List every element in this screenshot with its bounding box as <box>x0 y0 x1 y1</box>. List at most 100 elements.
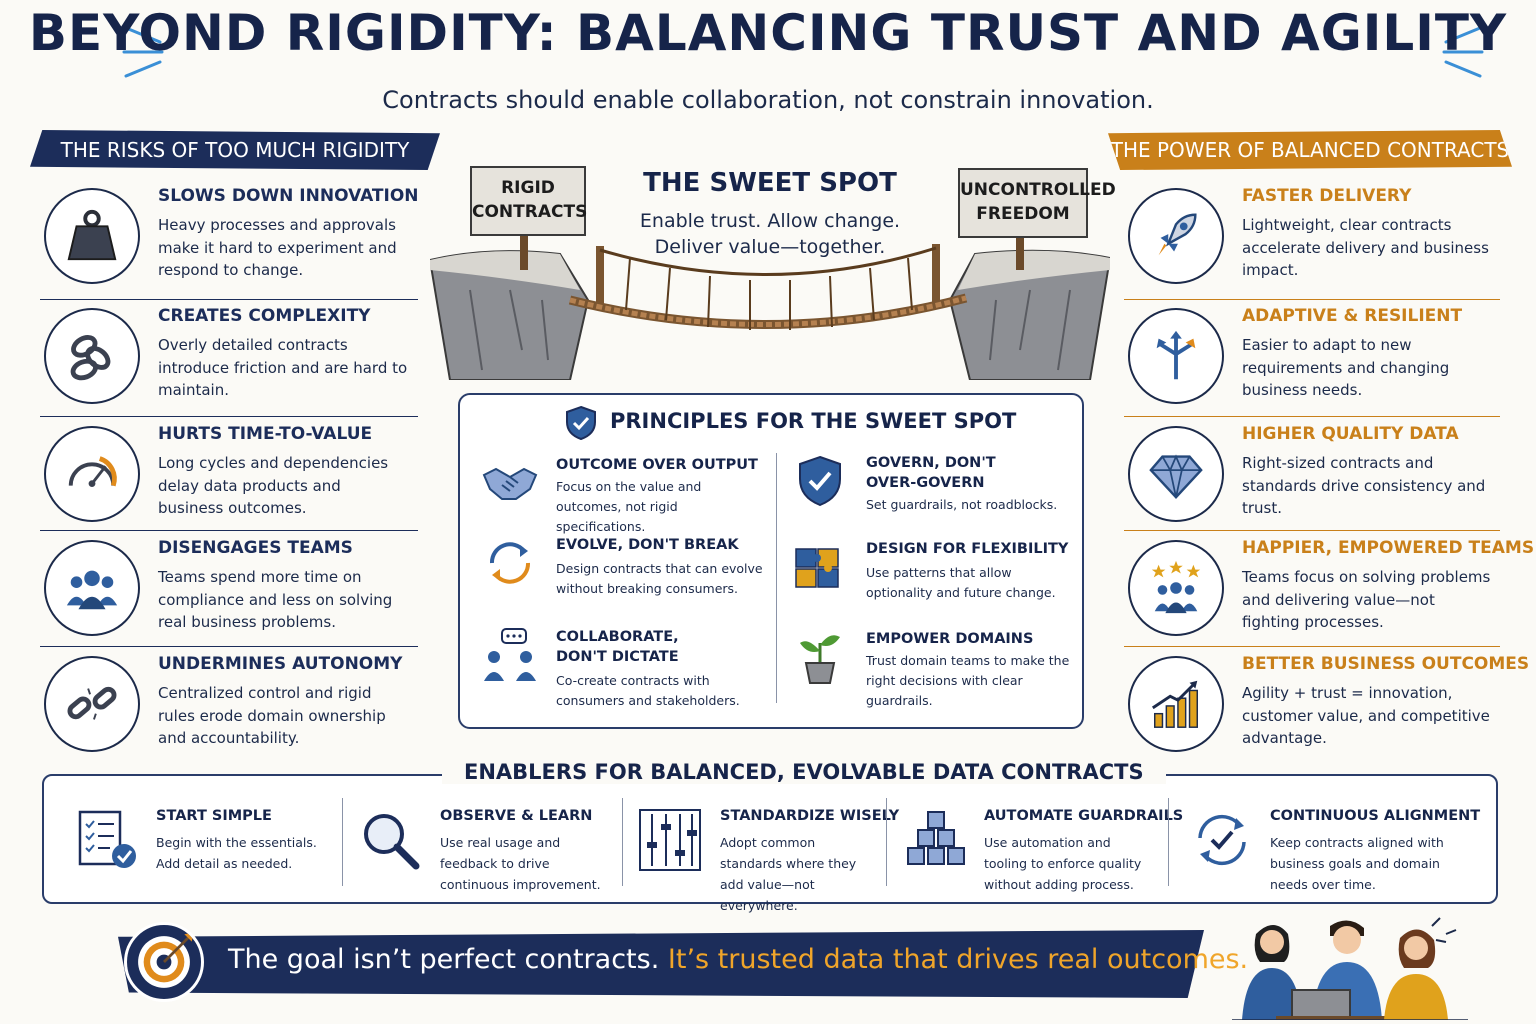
benefit-title: HAPPIER, EMPOWERED TEAMS <box>1242 538 1535 558</box>
enabler-text: Keep contracts aligned with business goa… <box>1270 835 1444 892</box>
benefit-item: ADAPTIVE & RESILIENT Easier to adapt to … <box>1128 302 1508 418</box>
magnifier-icon <box>364 814 420 870</box>
risk-item: DISENGAGES TEAMS Teams spend more time o… <box>44 534 424 650</box>
principle-text: Co-create contracts with consumers and s… <box>556 673 740 708</box>
risk-text: Heavy processes and approvals make it ha… <box>158 216 397 279</box>
team-stars-icon <box>1128 540 1224 636</box>
handshake-icon <box>482 467 538 500</box>
benefit-title: BETTER BUSINESS OUTCOMES <box>1242 654 1530 674</box>
diamond-icon <box>1128 426 1224 522</box>
benefit-title: HIGHER QUALITY DATA <box>1242 424 1459 444</box>
principles-divider <box>776 453 777 703</box>
principle-title: EVOLVE, DON'T BREAK <box>556 537 739 553</box>
split-arrows-icon <box>1128 308 1224 404</box>
divider <box>40 646 418 647</box>
principle-title: OUTCOME OVER OUTPUT <box>556 457 758 473</box>
enabler-item: STANDARDIZE WISELY Adopt common standard… <box>638 806 900 913</box>
divider <box>1124 646 1500 647</box>
risk-title: CREATES COMPLEXITY <box>158 306 371 326</box>
risk-text: Long cycles and dependencies delay data … <box>158 454 389 517</box>
sync-check-icon <box>1198 814 1246 866</box>
conversation-icon <box>484 628 536 681</box>
sweet-spot-line: Deliver value—together. <box>654 236 886 258</box>
principle-text: Focus on the value and outcomes, not rig… <box>556 479 702 534</box>
page-title: BEYOND RIGIDITY: BALANCING TRUST AND AGI… <box>28 4 1508 62</box>
principle-title: EMPOWER DOMAINS <box>866 631 1034 647</box>
sign-rigid-contracts: RIGID CONTRACTS <box>470 166 587 236</box>
risk-title: DISENGAGES TEAMS <box>158 538 353 558</box>
benefit-text: Lightweight, clear contracts accelerate … <box>1242 216 1489 279</box>
team-icon <box>44 540 140 636</box>
divider <box>40 530 418 531</box>
accent-lines-left-icon <box>122 26 164 78</box>
sweet-spot-line: Enable trust. Allow change. <box>639 210 901 232</box>
enabler-title: STANDARDIZE WISELY <box>720 808 900 824</box>
risk-item: CREATES COMPLEXITY Overly detailed contr… <box>44 302 424 418</box>
growth-chart-icon <box>1128 656 1224 752</box>
principle-title: GOVERN, DON'T OVER-GOVERN <box>866 455 996 491</box>
enablers-title: ENABLERS FOR BALANCED, EVOLVABLE DATA CO… <box>442 760 1166 784</box>
risk-item: HURTS TIME-TO-VALUE Long cycles and depe… <box>44 420 424 536</box>
risk-text: Overly detailed contracts introduce fric… <box>158 336 408 399</box>
page-subtitle: Contracts should enable collaboration, n… <box>382 86 1154 114</box>
broken-chain-icon <box>44 656 140 752</box>
enabler-title: CONTINUOUS ALIGNMENT <box>1270 808 1481 824</box>
gauge-icon <box>44 426 140 522</box>
enabler-item: AUTOMATE GUARDRAILS Use automation and t… <box>904 806 1183 896</box>
principles-title: PRINCIPLES FOR THE SWEET SPOT <box>610 409 1017 433</box>
principle-text: Trust domain teams to make the right dec… <box>866 653 1070 708</box>
weight-icon <box>44 188 140 284</box>
sweet-spot-title: THE SWEET SPOT <box>643 168 897 198</box>
closing-quote: The goal isn’t perfect contracts. It’s t… <box>228 944 1248 975</box>
principles-panel: PRINCIPLES FOR THE SWEET SPOT OUTCOME OV… <box>458 393 1084 729</box>
enabler-text: Use automation and tooling to enforce qu… <box>984 835 1142 892</box>
principle-text: Use patterns that allow optionality and … <box>866 565 1056 600</box>
bridge-illustration <box>430 230 1110 380</box>
shield-check-icon <box>799 455 841 507</box>
sliders-icon <box>639 809 701 871</box>
cubes-icon <box>907 811 965 865</box>
risks-banner: THE RISKS OF TOO MUCH RIGIDITY <box>30 130 440 170</box>
benefit-text: Teams focus on solving problems and deli… <box>1242 568 1491 631</box>
divider <box>40 299 418 300</box>
risk-item: SLOWS DOWN INNOVATION Heavy processes an… <box>44 182 424 298</box>
quote-part-2: It’s trusted data that drives real outco… <box>667 944 1249 975</box>
accent-lines-right-icon <box>1442 26 1484 78</box>
cycle-arrows-icon <box>489 542 531 584</box>
plant-icon <box>800 635 840 684</box>
risk-title: HURTS TIME-TO-VALUE <box>158 424 373 444</box>
benefit-item: BETTER BUSINESS OUTCOMES Agility + trust… <box>1128 650 1529 766</box>
enabler-item: OBSERVE & LEARN Use real usage and feedb… <box>358 806 628 896</box>
divider <box>1124 416 1500 417</box>
rocket-icon <box>1128 188 1224 284</box>
team-illustration <box>1232 917 1468 1020</box>
benefit-text: Agility + trust = innovation, customer v… <box>1242 684 1490 747</box>
puzzle-icon <box>795 548 839 588</box>
benefit-title: FASTER DELIVERY <box>1242 186 1412 206</box>
benefits-banner: THE POWER OF BALANCED CONTRACTS <box>1108 130 1512 170</box>
enabler-separator <box>886 798 887 886</box>
benefit-item: HIGHER QUALITY DATA Right-sized contract… <box>1128 420 1508 536</box>
principle-title: DESIGN FOR FLEXIBILITY <box>866 541 1069 557</box>
principle-text: Set guardrails, not roadblocks. <box>866 497 1058 512</box>
benefit-item: HAPPIER, EMPOWERED TEAMS Teams focus on … <box>1128 534 1534 650</box>
benefit-title: ADAPTIVE & RESILIENT <box>1242 306 1463 326</box>
enabler-title: START SIMPLE <box>156 808 272 824</box>
principle-text: Design contracts that can evolve without… <box>556 561 763 596</box>
enabler-text: Adopt common standards where they add va… <box>720 835 857 913</box>
checklist-icon <box>78 810 136 868</box>
benefit-text: Easier to adapt to new requirements and … <box>1242 336 1450 399</box>
benefit-text: Right-sized contracts and standards driv… <box>1242 454 1486 517</box>
risk-title: SLOWS DOWN INNOVATION <box>158 186 419 206</box>
benefit-item: FASTER DELIVERY Lightweight, clear contr… <box>1128 182 1508 298</box>
enabler-item: START SIMPLE Begin with the essentials. … <box>76 806 336 896</box>
enabler-separator <box>622 798 623 886</box>
enablers-panel: START SIMPLE Begin with the essentials. … <box>42 774 1498 913</box>
risk-text: Teams spend more time on compliance and … <box>158 568 393 631</box>
risk-text: Centralized control and rigid rules erod… <box>158 684 386 747</box>
principle-title: COLLABORATE, DON'T DICTATE <box>556 629 679 665</box>
divider <box>1124 530 1500 531</box>
enabler-separator <box>342 798 343 886</box>
enabler-item: CONTINUOUS ALIGNMENT Keep contracts alig… <box>1190 806 1480 896</box>
risk-title: UNDERMINES AUTONOMY <box>158 654 403 674</box>
